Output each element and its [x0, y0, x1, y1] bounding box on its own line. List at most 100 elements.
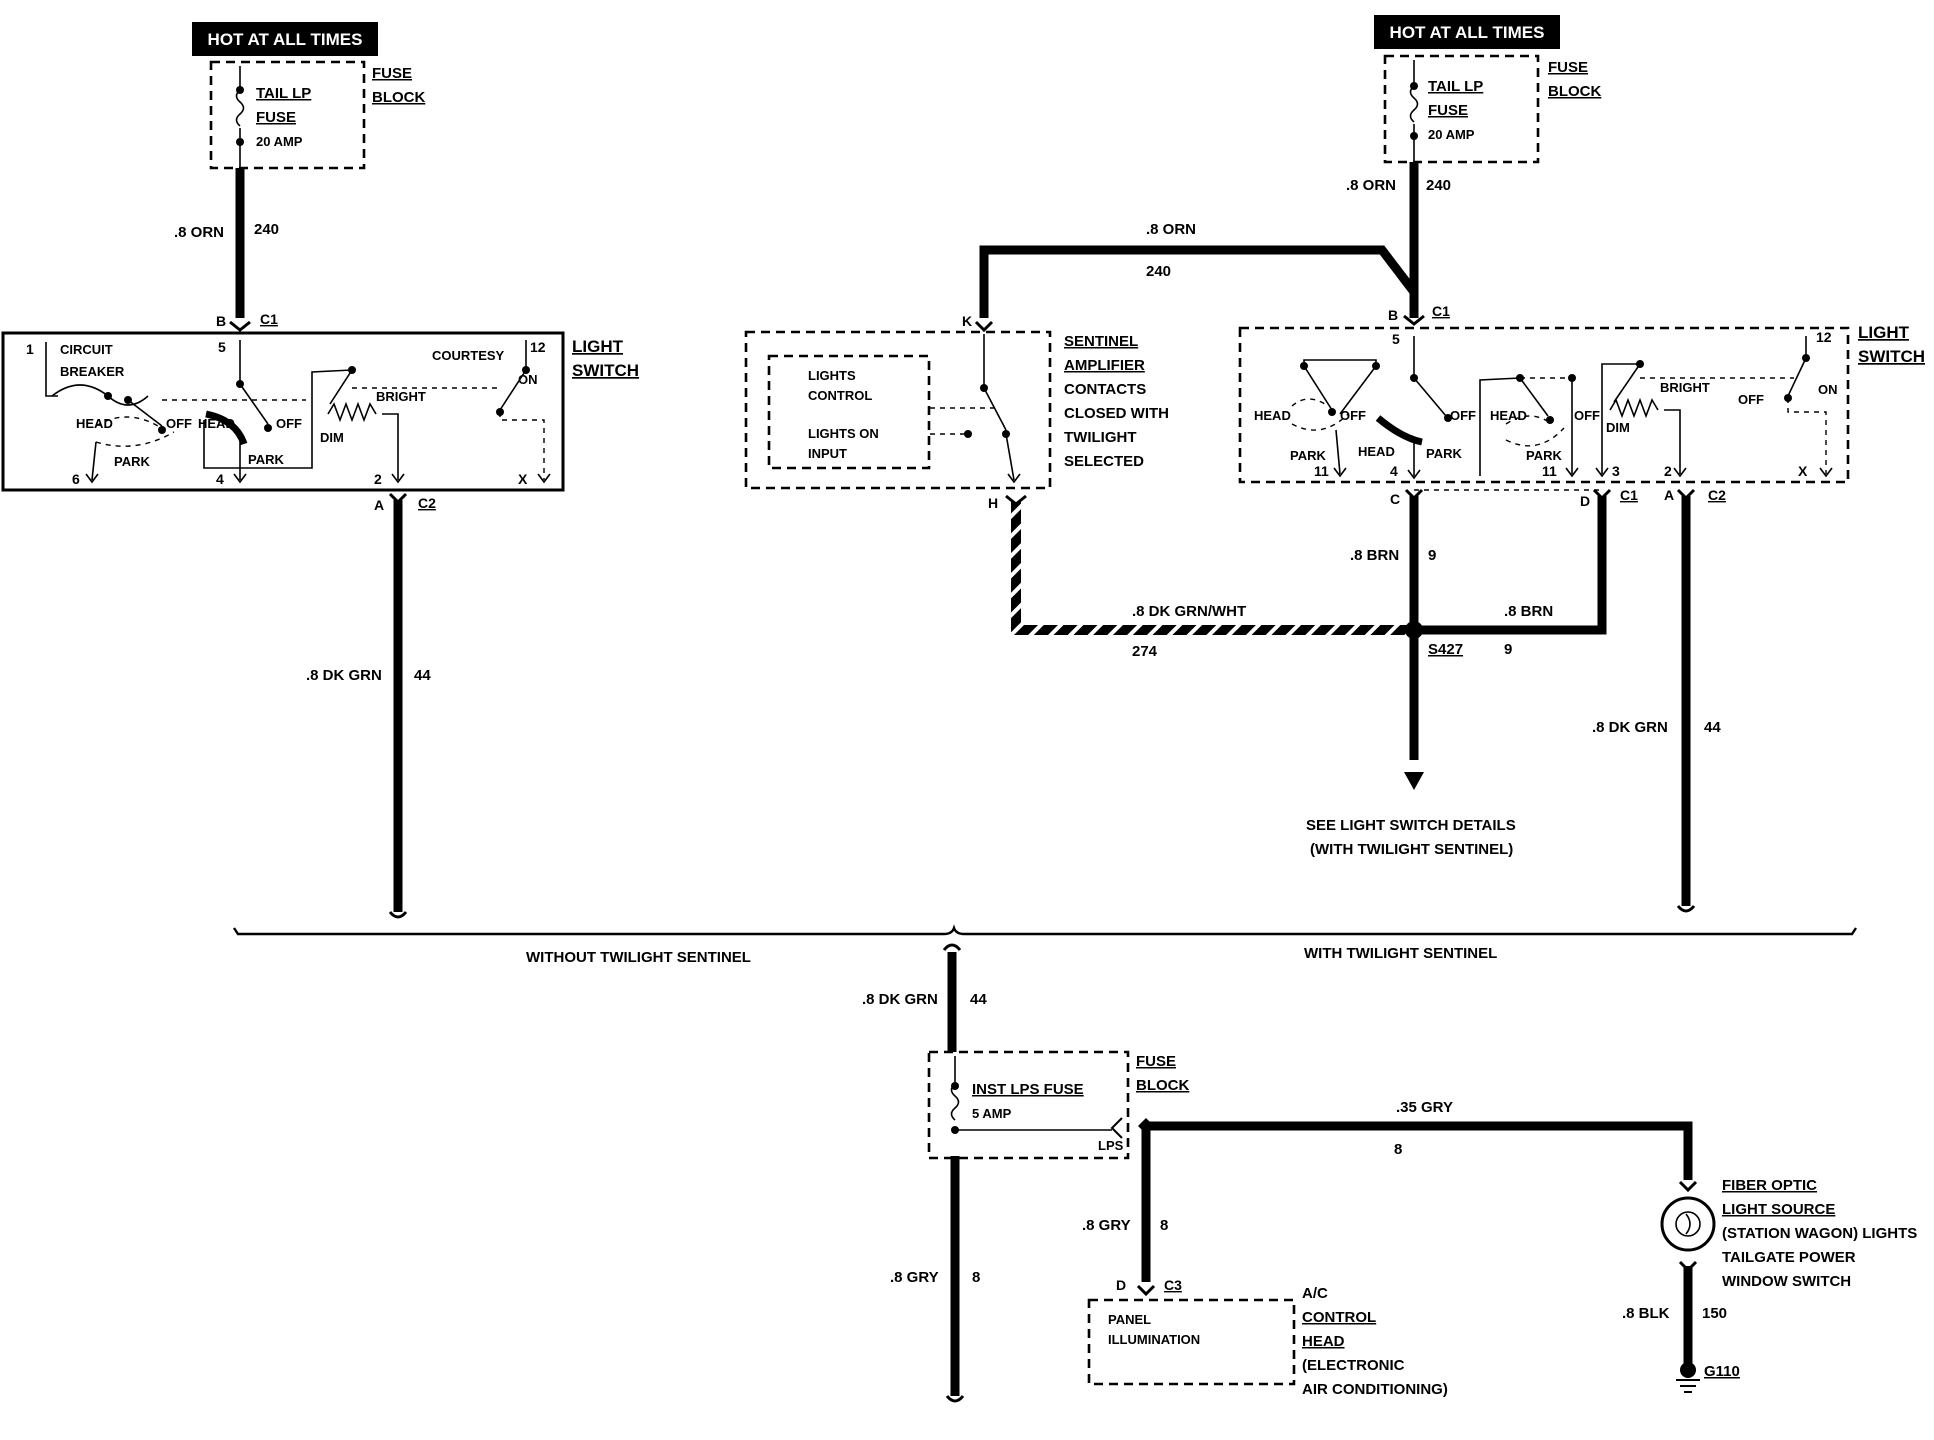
ac-panel-2: ILLUMINATION: [1108, 1332, 1200, 1347]
right-park-b: PARK: [1426, 446, 1462, 461]
fiber-desc-5: WINDOW SWITCH: [1722, 1273, 1851, 1290]
left-pin-b: B: [216, 313, 226, 329]
right-park-c: PARK: [1526, 448, 1562, 463]
right-fuse-name-1: TAIL LP: [1428, 78, 1483, 95]
right-pin-d: D: [1580, 493, 1590, 509]
gry-branch-circuit: 8: [1160, 1217, 1168, 1234]
inst-fuse-name: INST LPS FUSE: [972, 1081, 1084, 1098]
fiber-desc-4: TAILGATE POWER: [1722, 1249, 1856, 1266]
left-on: ON: [518, 372, 538, 387]
sentinel-pin-h: H: [988, 495, 998, 511]
left-rheostat-icon: [327, 401, 377, 423]
right-off-c: OFF: [1574, 408, 1600, 423]
selection-brace: [233, 924, 1857, 936]
right-pin-c: C: [1390, 491, 1400, 507]
left-dkgrn-circuit: 44: [414, 667, 431, 684]
lights-control-1: LIGHTS: [808, 368, 856, 383]
left-pin-6: 6: [72, 471, 80, 487]
see-details-1: SEE LIGHT SWITCH DETAILS: [1306, 817, 1516, 834]
left-head-contact: [205, 410, 248, 446]
left-supply-color: .8 ORN: [174, 224, 224, 241]
right-brn2-circuit: 9: [1504, 641, 1512, 658]
sentinel-desc-6: SELECTED: [1064, 453, 1144, 470]
inst-fuse-block: INST LPS FUSE 5 AMP LPS FUSE BLOCK: [927, 1050, 1189, 1160]
right-pin-b: B: [1388, 307, 1398, 323]
left-head: HEAD: [76, 416, 113, 431]
ac-desc-1: A/C: [1302, 1285, 1328, 1302]
left-switch-title-1: LIGHT: [572, 337, 624, 356]
right-dkgrn-circuit: 44: [1704, 719, 1721, 736]
right-rheostat-icon: [1609, 397, 1659, 419]
lights-on-2: INPUT: [808, 446, 847, 461]
left-hot-label-bg: [192, 22, 378, 56]
sentinel-desc-3: CONTACTS: [1064, 381, 1146, 398]
right-conn-c1b: C1: [1620, 487, 1638, 503]
right-head-c: HEAD: [1490, 408, 1527, 423]
left-off: OFF: [166, 416, 192, 431]
left-fuse-icon: [235, 89, 245, 127]
right-supply-circuit: 240: [1426, 177, 1451, 194]
ac-desc-2: CONTROL: [1302, 1309, 1376, 1326]
sentinel-box: [744, 330, 1052, 490]
dkgrn-wht-wire-vertical: [1011, 502, 1021, 634]
left-hot-label: HOT AT ALL TIMES: [208, 30, 363, 49]
gry-top-circuit: 8: [1394, 1141, 1402, 1158]
right-head-contact: [1375, 415, 1423, 446]
right-fuse-block: HOT AT ALL TIMES TAIL LP FUSE 20 AMP FUS…: [1374, 15, 1601, 164]
right-brn2-color: .8 BRN: [1504, 603, 1553, 620]
left-fuse-box: [209, 60, 366, 170]
right-pin-3: 3: [1612, 463, 1620, 479]
right-pin-5: 5: [1392, 331, 1400, 347]
left-block-2: BLOCK: [372, 89, 425, 106]
splice-label: S427: [1428, 641, 1463, 658]
dkgrn-wht-wire-horizontal: [1011, 625, 1413, 635]
left-conn-c1: C1: [260, 311, 278, 327]
left-switch-box: [1, 331, 565, 492]
right-off-d: OFF: [1738, 392, 1764, 407]
left-head-2: HEAD: [198, 416, 235, 431]
left-pin-x: X: [518, 471, 528, 487]
left-pin-1: 1: [26, 341, 34, 357]
right-pin-2: 2: [1664, 463, 1672, 479]
inst-fuse-lps: LPS: [1098, 1138, 1124, 1153]
left-park-2: PARK: [248, 452, 284, 467]
bus-down-circuit: 44: [970, 991, 987, 1008]
splice-s427: [1405, 621, 1423, 639]
left-dkgrn-color: .8 DK GRN: [306, 667, 382, 684]
bus-left-label: WITHOUT TWILIGHT SENTINEL: [526, 949, 751, 966]
left-light-switch: B C1 5 1 12 CIRCUIT BREAKER HEAD OFF PAR…: [1, 311, 639, 492]
right-pin-11a: 11: [1314, 463, 1329, 479]
lights-control-2: CONTROL: [808, 388, 872, 403]
lights-on-1: LIGHTS ON: [808, 426, 879, 441]
right-pin-a: A: [1664, 487, 1674, 503]
right-pin-12: 12: [1816, 329, 1832, 345]
fiber-desc-3: (STATION WAGON) LIGHTS: [1722, 1225, 1917, 1242]
gry-branch-color: .8 GRY: [1082, 1217, 1131, 1234]
left-breaker: BREAKER: [60, 364, 125, 379]
ground-circuit: 150: [1702, 1305, 1727, 1322]
sentinel-pin-k: K: [962, 313, 972, 329]
right-light-switch: B C1 5 12 HEAD OFF PARK 11 OFF HEAD PARK…: [1238, 303, 1925, 484]
right-brn2-wire: [1414, 496, 1607, 635]
right-pin-x: X: [1798, 463, 1808, 479]
inst-block-2: BLOCK: [1136, 1077, 1189, 1094]
sentinel-supply-circuit: 240: [1146, 263, 1171, 280]
right-head-a: HEAD: [1254, 408, 1291, 423]
sentinel-desc-1: SENTINEL: [1064, 333, 1138, 350]
ground-icon: [1676, 1379, 1700, 1393]
right-block-2: BLOCK: [1548, 83, 1601, 100]
left-off-2: OFF: [276, 416, 302, 431]
left-park: PARK: [114, 454, 150, 469]
ac-panel-1: PANEL: [1108, 1312, 1151, 1327]
right-brn-color: .8 BRN: [1350, 547, 1399, 564]
sentinel-amplifier: LIGHTS CONTROL LIGHTS ON INPUT K SENTINE…: [744, 313, 1169, 490]
sentinel-desc-2: AMPLIFIER: [1064, 357, 1145, 374]
left-pin-5: 5: [218, 339, 226, 355]
left-supply-circuit: 240: [254, 221, 279, 238]
right-conn-c1: C1: [1432, 303, 1450, 319]
inst-block-1: FUSE: [1136, 1053, 1176, 1070]
left-pin-2: 2: [374, 471, 382, 487]
right-pin-4: 4: [1390, 463, 1398, 479]
ground-label: G110: [1704, 1363, 1740, 1380]
inst-gry-circuit: 8: [972, 1269, 980, 1286]
